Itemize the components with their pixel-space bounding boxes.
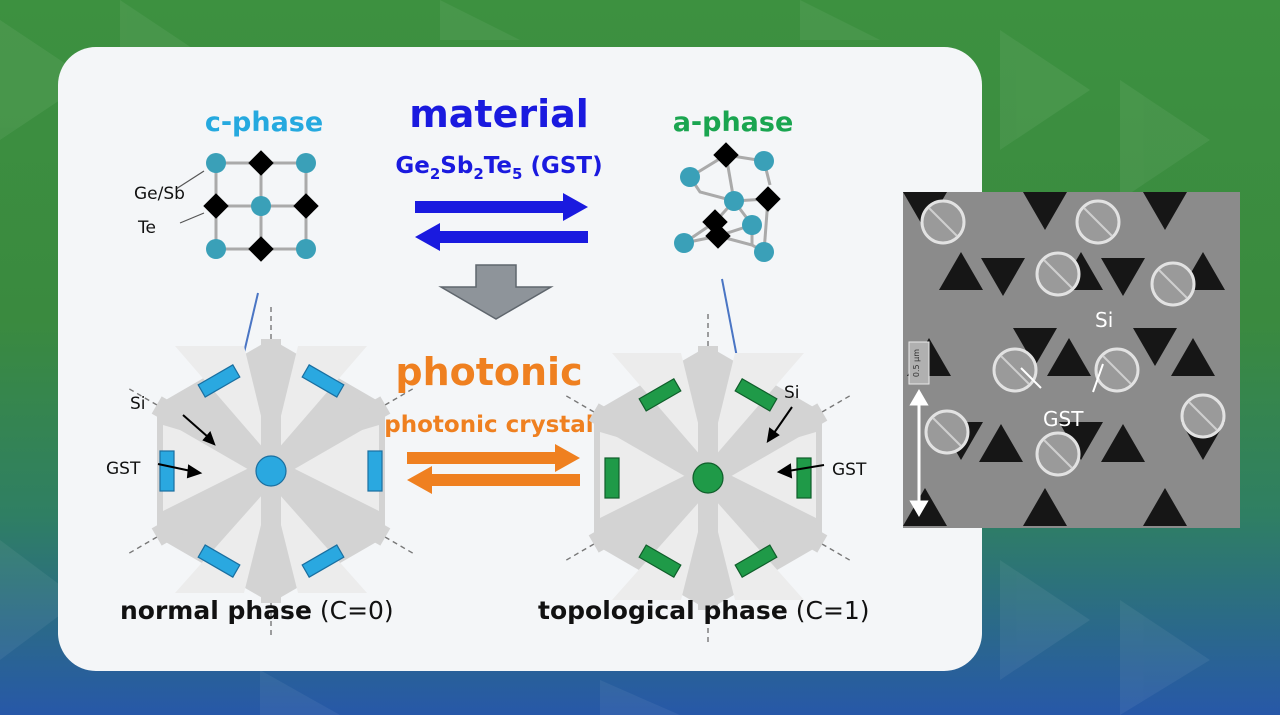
normal-phase-unit-cell bbox=[125, 303, 417, 639]
sem-gst-label: GST bbox=[1043, 407, 1084, 431]
topo-gst-label: GST bbox=[832, 460, 867, 480]
down-arrow bbox=[438, 264, 554, 320]
scale-text: 0.5 µm bbox=[912, 349, 921, 377]
a-phase-structure bbox=[674, 142, 781, 262]
photonic-transition-arrows bbox=[407, 444, 580, 494]
scale-text-box bbox=[908, 341, 930, 385]
gst-formula: Ge2Sb2Te5 (GST) bbox=[395, 153, 602, 183]
phase-transition-diagram: c-phase a-phase material Ge2Sb2Te5 (GST) bbox=[106, 92, 870, 646]
a-phase-ge-sb-atoms bbox=[674, 151, 774, 262]
normal-gst-label: GST bbox=[106, 459, 141, 479]
normal-label-arrows bbox=[157, 414, 216, 479]
photonic-crystal-subtitle: photonic crystal bbox=[384, 412, 593, 438]
a-phase-te-atoms bbox=[702, 142, 781, 249]
ge-sb-atoms bbox=[206, 153, 316, 259]
te-label: Te bbox=[137, 218, 156, 238]
sem-si-label: Si bbox=[1095, 308, 1113, 332]
topo-si-label: Si bbox=[784, 383, 800, 403]
topo-label-arrows bbox=[766, 406, 825, 479]
gst-green-pads bbox=[604, 377, 812, 579]
a-phase-label: a-phase bbox=[673, 107, 794, 138]
normal-si-label: Si bbox=[130, 394, 146, 414]
sem-micrograph: Si GST 0.5 µm bbox=[903, 192, 1240, 528]
material-title: material bbox=[409, 92, 589, 136]
scale-bar bbox=[909, 389, 929, 517]
diagram-card: c-phase a-phase material Ge2Sb2Te5 (GST) bbox=[58, 47, 982, 671]
material-transition-arrows bbox=[415, 193, 588, 251]
gst-blue-pads bbox=[159, 364, 383, 578]
ge-sb-label: Ge/Sb bbox=[134, 184, 185, 204]
normal-phase-caption: normal phase (C=0) bbox=[120, 596, 394, 625]
c-phase-lattice: Ge/Sb Te bbox=[134, 150, 319, 262]
c-phase-label: c-phase bbox=[205, 107, 323, 138]
sem-pointers bbox=[1020, 363, 1104, 393]
photonic-title: photonic bbox=[395, 350, 582, 394]
topological-phase-caption: topological phase (C=1) bbox=[538, 596, 870, 625]
topological-phase-unit-cell bbox=[562, 310, 854, 646]
